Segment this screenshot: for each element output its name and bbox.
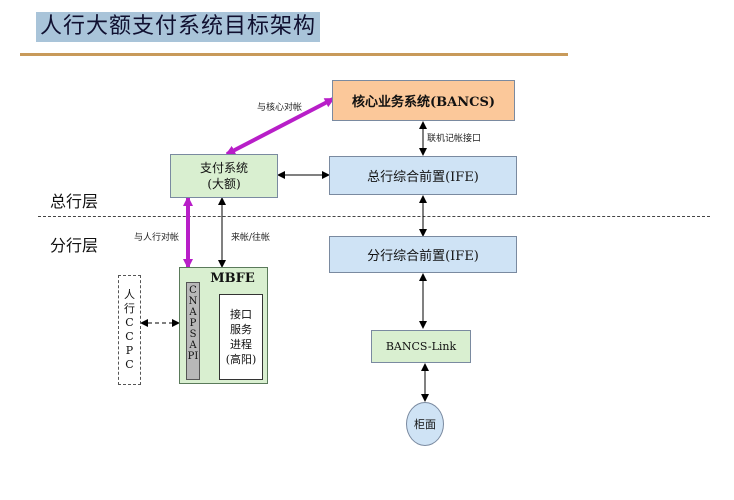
node-payment-system-line1: 支付系统	[199, 161, 248, 175]
node-payment-system: 支付系统 (大额)	[170, 154, 278, 198]
node-ife-head: 总行综合前置(IFE)	[329, 156, 517, 195]
node-mbfe-title: MBFE	[210, 271, 255, 286]
layer-label-head: 总行层	[50, 192, 99, 211]
node-interface-service-line1: 接口	[230, 308, 252, 321]
edge-label-incoming-outgoing: 来帐/往帐	[231, 233, 271, 243]
title-underline	[20, 53, 568, 56]
node-ccpc-line1: 人	[124, 288, 135, 301]
node-counter: 柜面	[406, 402, 444, 446]
node-bancs-link: BANCS-Link	[371, 330, 471, 363]
edge-label-check-core: 与核心对帐	[257, 103, 303, 113]
node-ccpc-line2: 行	[124, 302, 135, 315]
node-ife-branch: 分行综合前置(IFE)	[329, 236, 517, 273]
edge-label-check-pboc: 与人行对帐	[134, 233, 180, 243]
node-ccpc-line3: CCPC	[125, 316, 134, 371]
node-cnaps-api: CNAPSAPI	[186, 282, 200, 380]
node-interface-service-line4: (高阳)	[225, 353, 257, 366]
node-ccpc: 人 行 CCPC	[118, 275, 141, 385]
edge-label-online-interface: 联机记帐接口	[427, 134, 482, 144]
node-interface-service: 接口 服务 进程 (高阳)	[219, 294, 263, 380]
node-bancs: 核心业务系统(BANCS)	[332, 80, 515, 121]
node-mbfe: MBFE CNAPSAPI 接口 服务 进程 (高阳)	[179, 267, 268, 384]
page-title: 人行大额支付系统目标架构	[36, 12, 321, 42]
edge-payment-bancs	[225, 97, 335, 156]
layer-label-branch: 分行层	[50, 236, 99, 255]
node-interface-service-line2: 服务	[230, 323, 252, 336]
node-payment-system-line2: (大额)	[207, 177, 241, 191]
node-interface-service-line3: 进程	[230, 338, 252, 351]
layer-divider	[38, 216, 710, 217]
